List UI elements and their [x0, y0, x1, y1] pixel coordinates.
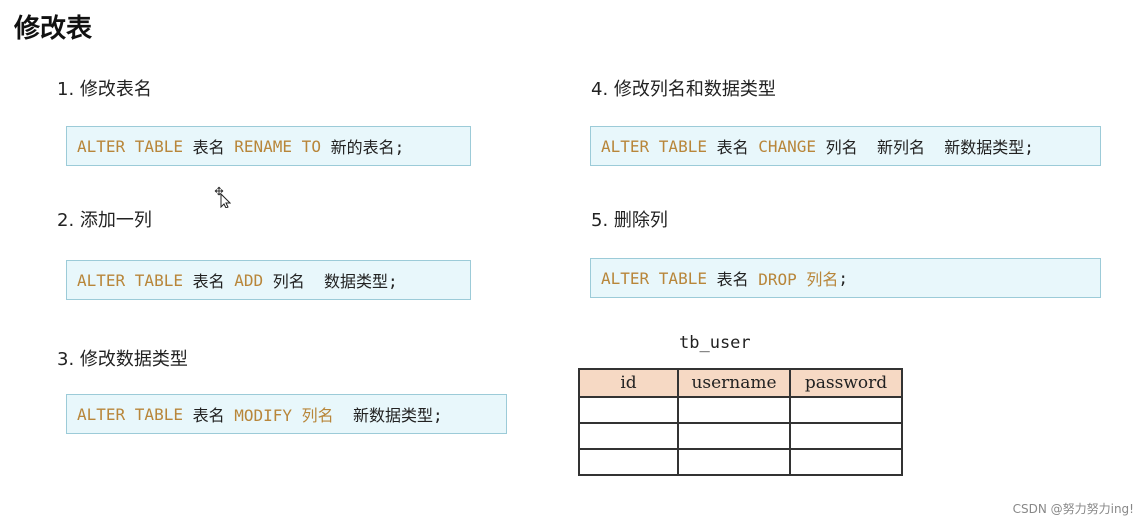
sql-keyword: DROP 列名	[758, 270, 839, 289]
table-header-username: username	[677, 368, 791, 398]
table-cell	[677, 396, 791, 424]
sql-keyword: ALTER TABLE	[77, 404, 183, 424]
section-label-drop: 5. 删除列	[591, 210, 668, 231]
table-row	[578, 448, 903, 476]
table-header-password: password	[789, 368, 903, 398]
table-header-id: id	[578, 368, 679, 398]
sql-text: 表名	[182, 406, 235, 425]
code-block-add: ALTER TABLE 表名 ADD 列名 数据类型;	[66, 260, 471, 300]
watermark: CSDN @努力努力ing!	[1012, 502, 1134, 516]
code-block-rename: ALTER TABLE 表名 RENAME TO 新的表名;	[66, 126, 471, 166]
sql-text: 列名 数据类型;	[263, 272, 398, 291]
section-label-add: 2. 添加一列	[57, 210, 152, 231]
table-cell	[789, 448, 903, 476]
code-block-drop: ALTER TABLE 表名 DROP 列名;	[590, 258, 1101, 298]
section-label-rename: 1. 修改表名	[57, 79, 152, 100]
table-cell	[789, 396, 903, 424]
sql-keyword: ALTER TABLE	[77, 136, 183, 156]
sql-text: 表名	[182, 272, 235, 291]
table-cell	[578, 422, 679, 450]
code-block-modify: ALTER TABLE 表名 MODIFY 列名 新数据类型;	[66, 394, 507, 434]
tb-user-table: id username password	[578, 368, 903, 476]
sql-keyword: ALTER TABLE	[77, 270, 183, 290]
sql-keyword: RENAME TO	[234, 136, 321, 156]
move-cursor-icon	[214, 186, 231, 208]
table-cell	[578, 396, 679, 424]
table-row	[578, 396, 903, 424]
page-title: 修改表	[14, 14, 93, 44]
section-label-change: 4. 修改列名和数据类型	[591, 79, 776, 100]
sql-keyword: CHANGE	[758, 136, 817, 156]
section-label-modify: 3. 修改数据类型	[57, 349, 188, 370]
sql-text: 表名	[706, 270, 759, 289]
table-cell	[578, 448, 679, 476]
sql-text: 表名	[706, 138, 759, 157]
sql-text: ;	[838, 268, 849, 288]
table-cell	[789, 422, 903, 450]
table-row	[578, 422, 903, 450]
sql-keyword: ALTER TABLE	[601, 268, 707, 288]
sql-text: 列名 新列名 新数据类型;	[816, 138, 1034, 157]
table-cell	[677, 448, 791, 476]
table-cell	[677, 422, 791, 450]
sql-text: 新数据类型;	[333, 406, 443, 425]
sql-keyword: MODIFY 列名	[234, 406, 334, 425]
sql-keyword: ADD	[234, 270, 264, 290]
table-name: tb_user	[679, 333, 751, 353]
code-block-change: ALTER TABLE 表名 CHANGE 列名 新列名 新数据类型;	[590, 126, 1101, 166]
sql-keyword: ALTER TABLE	[601, 136, 707, 156]
sql-text: 表名	[182, 138, 235, 157]
sql-text: 新的表名;	[320, 138, 405, 157]
